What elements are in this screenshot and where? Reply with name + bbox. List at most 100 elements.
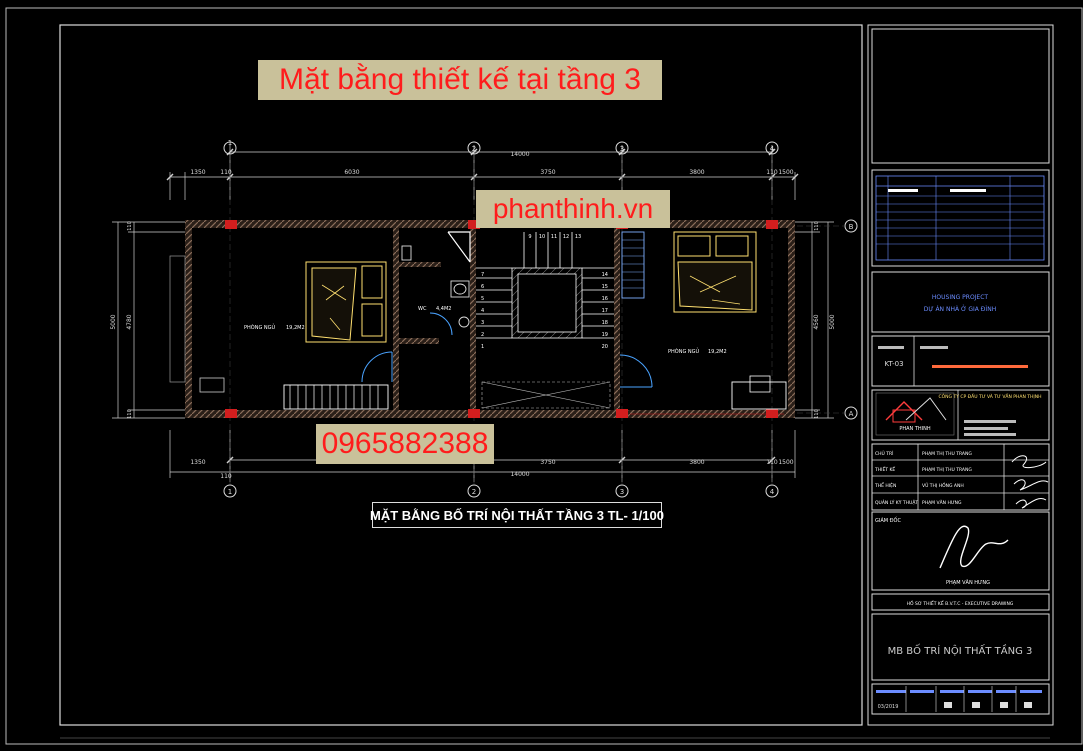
wc-fixtures: [401, 245, 470, 328]
dim-bottom-seg-1: 1350: [190, 459, 205, 466]
dim-top-seg-5: 3800: [689, 169, 704, 176]
grid-axis-1-bottom: [223, 484, 237, 498]
door-bedroom-right: [619, 354, 653, 388]
stair-step-12: 12: [563, 234, 569, 240]
grid-axis-3-bottom: [615, 484, 629, 498]
axis-label-2-bottom: 2: [472, 488, 476, 496]
plan-caption: MẶT BẰNG BỐ TRÍ NỘI THẤT TẦNG 3 TL- 1/10…: [370, 502, 664, 528]
axis-label-b: B: [849, 223, 854, 231]
wall-wc-bottom: [399, 338, 439, 344]
dim-top-total: 14000: [510, 151, 529, 158]
wall-south: [185, 410, 795, 418]
dim-right-inner: 4560: [813, 314, 820, 329]
logo-text: PHAN THINH: [899, 426, 931, 432]
drawing-code-box: [871, 335, 1050, 387]
bed-right: [673, 231, 757, 313]
grid-axis-b: [844, 219, 858, 233]
stage-label: HỒ SƠ THIẾT KẾ B.V.T.C - EXECUTIVE DRAWI…: [907, 598, 1014, 607]
stair-step-7: 7: [481, 272, 484, 278]
title-block-labels: HOUSING PROJECT DỰ ÁN NHÀ Ở GIA ĐÌNH KT-…: [874, 294, 1042, 710]
wall-bedroom-left: [393, 228, 399, 410]
stage-box: [871, 593, 1050, 611]
sheet-date: 03/2019: [878, 704, 899, 710]
room-label-right: PHÒNG NGỦ: [668, 347, 700, 355]
title-banner: Mặt bằng thiết kế tại tầng 3: [258, 60, 662, 100]
stair-step-19: 19: [602, 332, 608, 338]
project-box: [871, 271, 1050, 333]
company-name: CÔNG TY CP ĐẦU TƯ VÀ TƯ VẤN PHAN THỊNH: [939, 392, 1042, 400]
axis-label-1-bottom: 1: [228, 488, 232, 496]
columns: [225, 220, 778, 418]
wc-label: WC: [418, 306, 427, 312]
axis-label-a: A: [849, 410, 854, 418]
stair-step-6: 6: [481, 284, 484, 290]
director-label: GIÁM ĐỐC: [875, 516, 901, 524]
grid-axis-a: [844, 406, 858, 420]
room-area-right: 19,2M2: [708, 349, 727, 355]
dim-top-seg-7: 1500: [778, 169, 793, 176]
room-area-left: 19,2M2: [286, 325, 305, 331]
stair-step-14: 14: [602, 272, 608, 278]
dim-top-seg-6: 110: [766, 169, 778, 176]
role-1-name: PHẠM THỊ THU TRANG: [922, 451, 972, 457]
balcony-railing: [169, 255, 186, 383]
sheet-title-box: [871, 613, 1050, 681]
role-1: CHỦ TRÌ: [875, 449, 893, 457]
signature-chutri: [1011, 455, 1047, 469]
drawing-code: KT-03: [884, 360, 903, 368]
door-wc: [429, 312, 453, 336]
service-shaft: [447, 231, 471, 263]
dim-right-bottom: 110: [814, 409, 820, 419]
roles-table: [871, 443, 1050, 511]
title-block: [867, 24, 1054, 726]
role-4-name: PHẠM VĂN HƯNG: [922, 499, 962, 506]
director-box: [871, 511, 1050, 591]
dim-left-top: 110: [127, 221, 133, 231]
role-3: THỂ HIỆN: [874, 481, 896, 489]
director-name: PHẠM VĂN HƯNG: [946, 579, 990, 586]
wall-west: [185, 220, 192, 418]
revision-table: [871, 169, 1050, 267]
stair-step-20: 20: [602, 344, 608, 350]
signature-qlkt: [1015, 497, 1047, 509]
plan-labels: 1 2 3 4 1 2 3 4 B A 14000 1350 110 6030 …: [110, 139, 854, 496]
wall-stair-left: [470, 228, 476, 410]
stair-step-15: 15: [602, 284, 608, 290]
wall-shaft: [399, 262, 441, 267]
watermark-website: phanthinh.vn: [476, 190, 670, 228]
stair-step-16: 16: [602, 296, 608, 302]
role-2-name: PHẠM THỊ THU TRANG: [922, 467, 972, 473]
dim-right-outer: 5000: [829, 314, 836, 329]
signature-thietke: [1013, 479, 1049, 491]
stair-step-18: 18: [602, 320, 608, 326]
dim-top-seg-3: 6030: [344, 169, 359, 176]
company-box: [871, 389, 1050, 441]
company-logo: [875, 392, 955, 436]
axis-label-4-bottom: 4: [770, 488, 775, 496]
dim-top-seg-1: 1350: [190, 169, 205, 176]
stair-step-10: 10: [539, 234, 545, 240]
stair-step-5: 5: [481, 296, 484, 302]
wall-stair-right: [614, 228, 620, 410]
stair-step-3: 3: [481, 320, 484, 326]
desk-right: [731, 375, 787, 410]
dim-left-inner: 4780: [126, 314, 133, 329]
dim-bottom-seg-6: 110: [766, 459, 778, 466]
dim-right-top: 110: [814, 221, 820, 231]
axis-label-1-top: 1: [228, 139, 232, 147]
stair-step-9: 9: [528, 234, 531, 240]
project-line-1: HOUSING PROJECT: [932, 294, 989, 301]
bed-left: [305, 261, 387, 343]
stair-void: [481, 381, 611, 409]
title-block-top-empty: [871, 28, 1050, 164]
stair-step-11: 11: [551, 234, 557, 240]
grid-axis-4-bottom: [765, 484, 779, 498]
sheet-title: MB BỐ TRÍ NỘI THẤT TẦNG 3: [888, 643, 1033, 657]
sheet-outer-frame: [5, 7, 1083, 745]
stair-step-1: 1: [481, 344, 484, 350]
project-line-2: DỰ ÁN NHÀ Ở GIA ĐÌNH: [924, 305, 996, 313]
axis-label-3-bottom: 3: [620, 488, 624, 496]
phone-number: 0965882388: [316, 424, 494, 464]
door-bedroom-left: [361, 351, 393, 383]
